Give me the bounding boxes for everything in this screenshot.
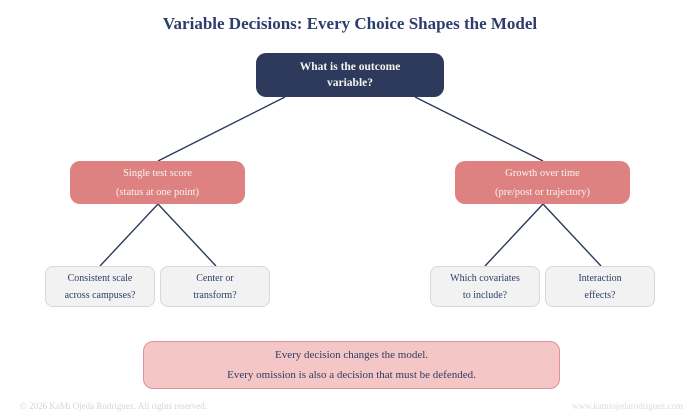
- node-text-line: Which covariates: [450, 272, 520, 284]
- connector-right-branch-to-leaf-4: [542, 203, 602, 267]
- banner-text-line: Every decision changes the model.: [274, 349, 429, 361]
- node-text-line: to include?: [462, 289, 508, 301]
- connector-right-branch-to-leaf-3: [484, 203, 544, 267]
- tree-node-consistent-scale: Consistent scale across campuses?: [45, 266, 155, 307]
- node-text-line: (pre/post or trajectory): [494, 186, 591, 198]
- node-text-line: Single test score: [123, 167, 192, 179]
- copyright-text: © 2026 KaMi Ojeda Rodriguez. All rights …: [20, 401, 208, 411]
- tree-node-interaction-effects: Interaction effects?: [545, 266, 655, 307]
- website-text: www.kamiojedarodriguez.com: [572, 401, 683, 411]
- node-text-line: transform?: [193, 289, 237, 301]
- banner-text-line: Every omission is also a decision that m…: [227, 369, 476, 381]
- page-title: Variable Decisions: Every Choice Shapes …: [162, 14, 538, 33]
- node-text-line: What is the outcome: [299, 60, 401, 73]
- tree-node-root-outcome-variable: What is the outcome variable?: [256, 53, 444, 97]
- tree-node-growth-over-time: Growth over time (pre/post or trajectory…: [455, 161, 630, 204]
- node-text-line: effects?: [584, 289, 616, 301]
- tree-node-center-or-transform: Center or transform?: [160, 266, 270, 307]
- node-text-line: Consistent scale: [67, 272, 133, 284]
- node-text-line: Growth over time: [505, 167, 580, 179]
- node-text-line: Center or: [196, 272, 234, 284]
- connector-root-to-right-branch: [414, 96, 544, 162]
- node-text-line: variable?: [327, 77, 373, 89]
- connector-root-to-left-branch: [157, 96, 286, 162]
- tree-node-single-test-score: Single test score (status at one point): [70, 161, 245, 204]
- node-text-line: Interaction: [578, 272, 622, 284]
- connector-left-branch-to-leaf-2: [157, 203, 217, 267]
- takeaway-banner: Every decision changes the model. Every …: [143, 341, 560, 389]
- connector-left-branch-to-leaf-1: [99, 203, 159, 267]
- node-text-line: (status at one point): [115, 186, 200, 198]
- node-text-line: across campuses?: [64, 289, 136, 301]
- tree-node-which-covariates: Which covariates to include?: [430, 266, 540, 307]
